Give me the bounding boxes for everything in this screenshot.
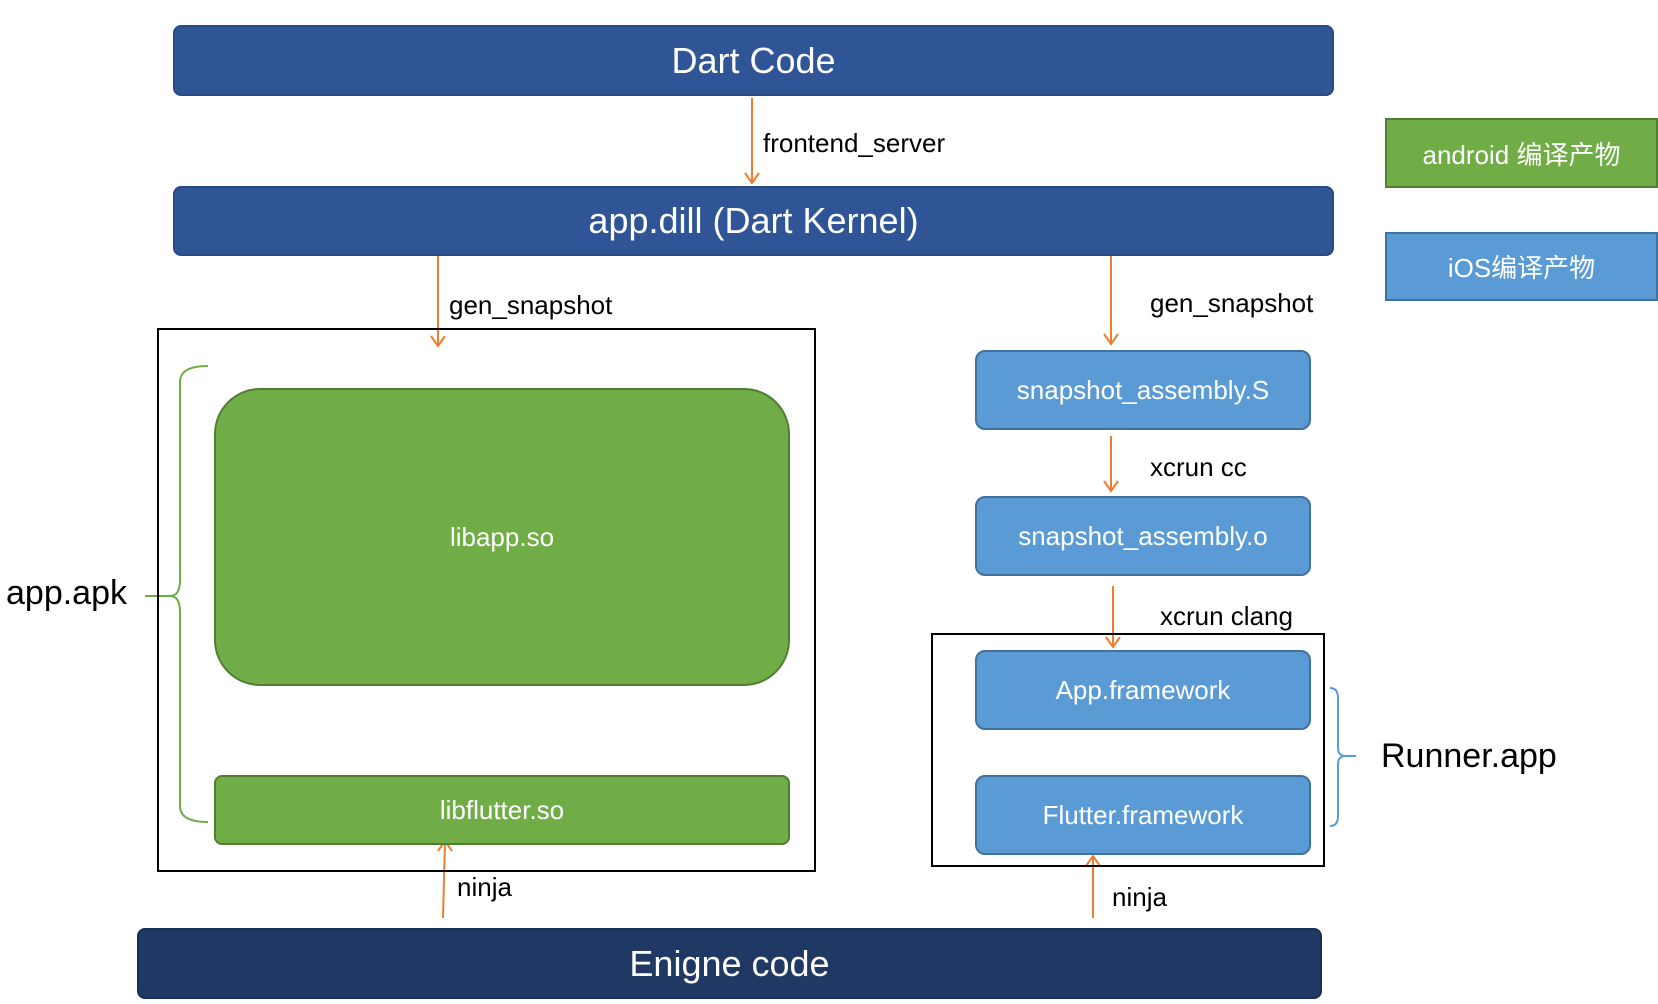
engine-code-label: Enigne code <box>629 942 830 984</box>
runner-container <box>931 633 1325 867</box>
legend-ios: iOS编译产物 <box>1385 232 1658 301</box>
engine-code-node: Enigne code <box>137 928 1322 999</box>
app-framework-node: App.framework <box>975 650 1311 730</box>
edge-label-gen-snapshot-android: gen_snapshot <box>449 290 613 320</box>
snapshot-o-label: snapshot_assembly.o <box>1018 520 1268 551</box>
app-dill-node: app.dill (Dart Kernel) <box>173 186 1334 256</box>
edge-label-xcrun-clang: xcrun clang <box>1160 601 1293 631</box>
dart-code-node: Dart Code <box>173 25 1334 96</box>
app-framework-label: App.framework <box>1055 674 1231 705</box>
libflutter-label: libflutter.so <box>439 794 565 825</box>
edge-label-ninja-ios: ninja <box>1112 882 1167 912</box>
apk-container <box>157 328 816 872</box>
snapshot-o-node: snapshot_assembly.o <box>975 496 1311 576</box>
app-dill-label: app.dill (Dart Kernel) <box>588 200 919 241</box>
edge-label-frontend-server: frontend_server <box>763 128 946 158</box>
edge-label-xcrun-cc: xcrun cc <box>1150 452 1247 482</box>
flutter-framework-node: Flutter.framework <box>975 775 1311 855</box>
legend-ios-label: iOS编译产物 <box>1447 253 1596 283</box>
runner-brace <box>1329 687 1356 827</box>
arrow-ninja-android <box>442 840 446 919</box>
snapshot-s-label: snapshot_assembly.S <box>1016 374 1270 405</box>
group-label-apk: app.apk <box>6 574 127 612</box>
edge-label-ninja-android: ninja <box>457 872 512 902</box>
flutter-framework-label: Flutter.framework <box>1042 799 1244 830</box>
legend-android: android 编译产物 <box>1385 118 1658 188</box>
dart-code-label: Dart Code <box>671 39 836 81</box>
group-label-runner: Runner.app <box>1381 737 1557 775</box>
libapp-label: libapp.so <box>449 521 555 552</box>
legend-android-label: android 编译产物 <box>1422 139 1621 170</box>
libapp-node: libapp.so <box>214 388 790 686</box>
libflutter-node: libflutter.so <box>214 775 790 845</box>
edge-label-gen-snapshot-ios: gen_snapshot <box>1150 288 1314 318</box>
snapshot-s-node: snapshot_assembly.S <box>975 350 1311 430</box>
